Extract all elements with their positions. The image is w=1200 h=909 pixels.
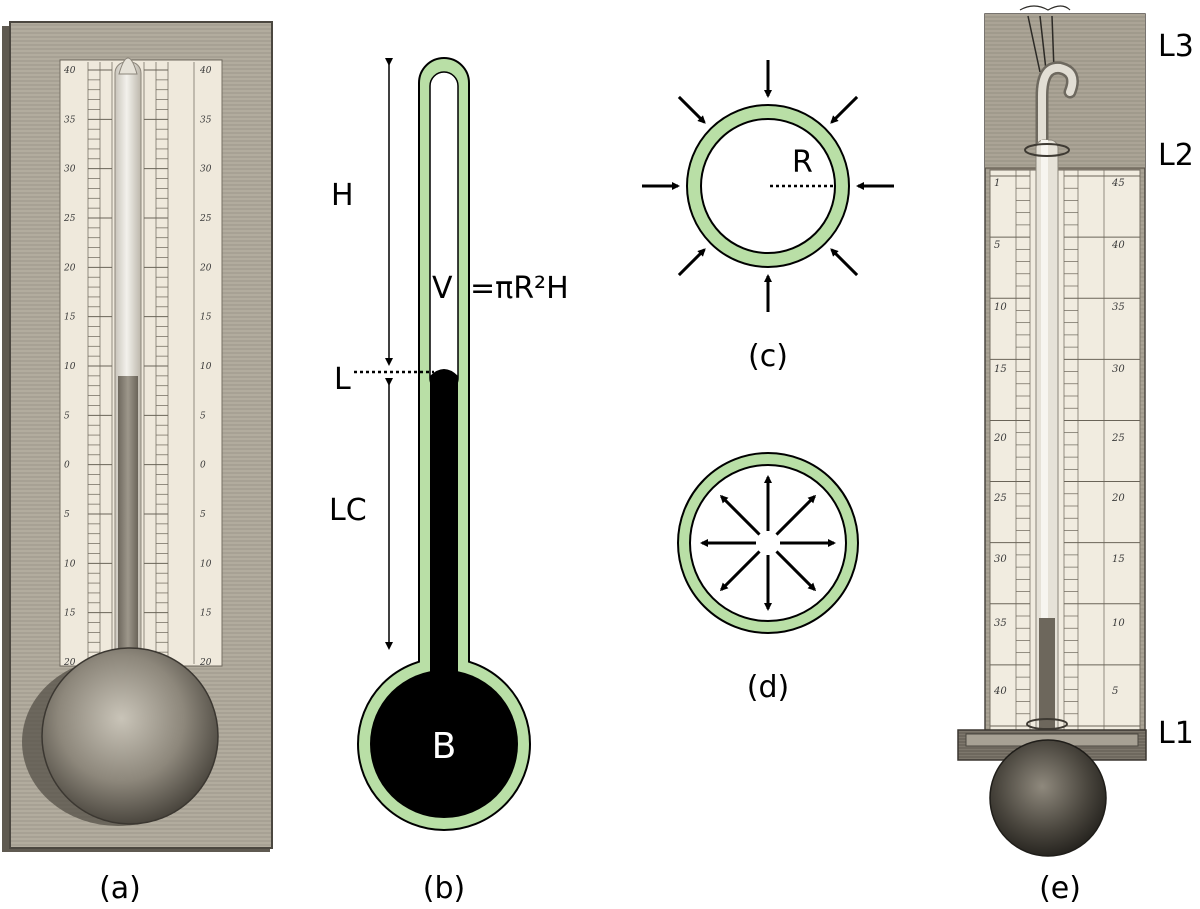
panel-e-scale-label: 45 — [1111, 178, 1125, 189]
panel-e-tie-L1 — [1026, 718, 1068, 730]
panel-e-label-L3: L3 — [1158, 29, 1194, 64]
panel-a-scale-label: 10 — [64, 559, 76, 569]
panel-e-tie-L2 — [1024, 143, 1070, 157]
panel-d-caption: (d) — [747, 670, 789, 705]
panel-a-scale-right: 40 35 30 25 20 15 10 5 0 5 10 15 20 — [199, 66, 212, 668]
panel-e-scale-label: 10 — [1112, 618, 1125, 629]
panel-d-arrow — [719, 494, 761, 536]
panel-d-arrow — [719, 550, 761, 592]
panel-a-scale-label: 20 — [199, 658, 212, 668]
panel-d-outward-arrows — [700, 475, 836, 611]
panel-a-bulb — [41, 647, 219, 825]
panel-e-scale-label: 10 — [994, 302, 1007, 313]
panel-e-label-L2: L2 — [1158, 138, 1194, 173]
panel-a-scale-left: 40 35 30 25 20 15 10 5 0 5 10 15 20 — [63, 66, 76, 668]
panel-a-caption: (a) — [99, 871, 141, 906]
panel-a-scale-label: 40 — [199, 66, 212, 76]
panel-a-scale-label: 15 — [200, 313, 212, 323]
panel-e-caption: (e) — [1039, 871, 1081, 906]
panel-a-scale-label: 40 — [63, 66, 76, 76]
panel-e-scale-label: 40 — [1111, 240, 1125, 251]
panel-b-label-LC: LC — [329, 493, 367, 528]
panel-a-scale-label: 20 — [63, 658, 76, 668]
panel-b-label-B: B — [432, 726, 457, 767]
panel-a-scale-label: 10 — [200, 559, 212, 569]
panel-c-arrow — [830, 248, 859, 277]
panel-e-scale-label: 15 — [994, 364, 1007, 375]
panel-e-scale-label: 5 — [1112, 686, 1118, 697]
panel-b-liquid-column — [430, 369, 458, 690]
panel-e-scale-label: 40 — [993, 686, 1007, 697]
panel-e-scale-label: 30 — [1112, 364, 1125, 375]
panel-a-liquid-column — [118, 376, 138, 682]
panel-a-scale-label: 0 — [64, 461, 70, 471]
panel-c-caption: (c) — [748, 339, 788, 374]
panel-a-scale-ticks — [59, 62, 223, 664]
panel-e-scale-label: 35 — [994, 618, 1007, 629]
panel-e-scale-label: 25 — [1111, 433, 1125, 444]
panel-e-scale-label: 5 — [994, 240, 1000, 251]
panel-c-arrow — [677, 95, 706, 124]
panel-d-arrow — [775, 494, 817, 536]
panel-c-label-R: R — [792, 145, 813, 180]
panel-e-scale-label: 15 — [1112, 554, 1125, 565]
panel-b-schematic-thermometer: H V =πR²H L LC B (b) — [329, 57, 569, 906]
panel-a-scale-label: 15 — [200, 609, 212, 619]
panel-e-scale-label: 30 — [994, 554, 1007, 565]
panel-e-scale-label: 25 — [993, 493, 1007, 504]
panel-e-scale-label: 1 — [994, 178, 1000, 189]
panel-e-hanging-string — [1027, 15, 1055, 73]
panel-a-scale-label: 30 — [200, 165, 212, 175]
panel-c-tube-bore — [700, 118, 836, 254]
panel-c-inward-arrows — [642, 60, 894, 312]
panel-e-label-L1: L1 — [1158, 716, 1194, 751]
panel-e-scale-label: 20 — [1111, 493, 1125, 504]
panel-a-scale-label: 10 — [200, 362, 212, 372]
panel-b-formula: =πR²H — [470, 271, 569, 306]
panel-a-scale-label: 0 — [200, 461, 206, 471]
panel-b-label-H: H — [331, 178, 354, 213]
panel-a-scale-label: 15 — [64, 609, 76, 619]
panel-a-engraved-thermometer: 40 35 30 25 20 15 10 5 0 5 10 15 20 40 35 30 25 20 15 10 5 0… — [2, 21, 273, 906]
panel-a-scale-label: 20 — [63, 263, 76, 273]
panel-e-liquid-column — [1039, 618, 1055, 740]
panel-a-scale-label: 15 — [64, 313, 76, 323]
panel-b-empty-bore — [429, 71, 459, 393]
panel-a-scale-label: 5 — [200, 510, 206, 520]
panel-c-arrow — [830, 95, 859, 124]
panel-a-scale-label: 35 — [64, 115, 76, 125]
panel-d-internal-pressure: (d) — [677, 452, 859, 705]
panel-e-scale-ticks — [989, 170, 1141, 730]
panel-c-external-pressure: R (c) — [642, 60, 894, 374]
panel-c-arrow — [677, 248, 706, 277]
panel-b-label-V: V — [432, 271, 453, 306]
panel-a-scale-label: 5 — [64, 411, 70, 421]
panel-a-scale-label: 25 — [199, 214, 212, 224]
panel-a-scale-label: 20 — [199, 263, 212, 273]
panel-a-scale-label: 30 — [64, 165, 76, 175]
panel-a-scale-label: 5 — [200, 411, 206, 421]
panel-a-scale-label: 10 — [64, 362, 76, 372]
panel-d-arrow — [775, 550, 817, 592]
panel-e-bulb — [989, 739, 1107, 857]
panel-a-scale-label: 5 — [64, 510, 70, 520]
panel-a-stem-tip — [118, 57, 138, 75]
panel-e-scale-right: 454035302520151051 — [1111, 178, 1125, 759]
panel-a-scale-label: 35 — [200, 115, 212, 125]
panel-b-caption: (b) — [423, 871, 465, 906]
panel-b-liquid-bulb — [370, 670, 518, 818]
panel-b-label-L: L — [334, 362, 351, 397]
panel-e-scale-label: 35 — [1112, 302, 1125, 313]
panel-e-scale-label: 20 — [993, 433, 1007, 444]
panel-a-scale-label: 25 — [63, 214, 76, 224]
panel-e-scale-plate — [989, 169, 1141, 731]
